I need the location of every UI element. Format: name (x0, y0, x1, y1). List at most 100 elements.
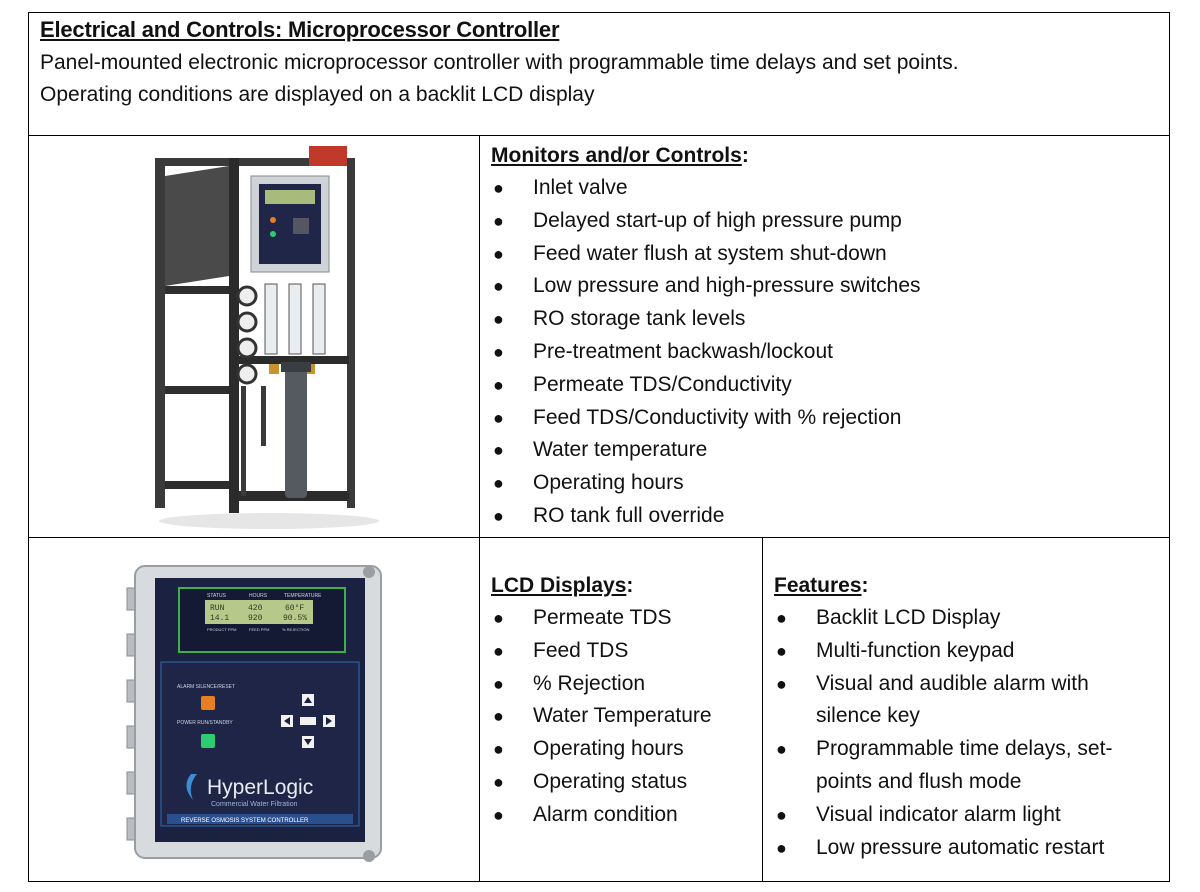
list-item-text: Delayed start-up of high pressure pump (533, 208, 902, 232)
list-item: ● RO storage tank levels (491, 303, 921, 336)
monitors-list: ● Inlet valve ● Delayed start-up of high pr… (491, 172, 921, 533)
spec-sheet: Electrical and Controls: Microprocessor … (28, 12, 1170, 882)
list-item-text: Feed TDS (533, 638, 629, 662)
brand-tagline: Commercial Water Filtration (211, 801, 298, 808)
list-item: ● Alarm condition (491, 799, 712, 832)
bullet-icon: ● (776, 837, 787, 858)
list-item-text: Feed water flush at system shut-down (533, 241, 887, 265)
description-line-1: Panel-mounted electronic microprocessor … (40, 51, 959, 74)
list-item-text: RO storage tank levels (533, 307, 746, 331)
bullet-icon: ● (493, 473, 504, 494)
bullet-icon: ● (776, 804, 787, 825)
lcd-header-hours: HOURS (249, 593, 268, 599)
list-item-text: Operating hours (533, 737, 684, 761)
power-button[interactable] (201, 734, 215, 748)
bullet-icon: ● (493, 440, 504, 461)
list-item: ● Backlit LCD Display (774, 602, 1112, 635)
list-item: ● Water Temperature (491, 700, 712, 733)
list-item: ● Programmable time delays, set-points an… (774, 733, 1112, 799)
list-item: ● Water temperature (491, 434, 921, 467)
list-item: ● Visual indicator alarm light (774, 799, 1112, 832)
bullet-icon: ● (493, 210, 504, 231)
lcd-section: LCD Displays: ● Permeate TDS ● Feed TDS ● % R… (491, 570, 712, 832)
alarm-button[interactable] (201, 696, 215, 710)
list-item-text: RO tank full override (533, 503, 725, 527)
lcd-footer-feed: FEED PPM (249, 627, 269, 632)
bullet-icon: ● (493, 771, 504, 792)
section-title: Electrical and Controls: Microprocessor … (40, 17, 560, 42)
features-list: ● Backlit LCD Display ● Multi-function keyp… (774, 602, 1112, 864)
list-item: ● RO tank full override (491, 500, 921, 533)
features-section: Features: ●Backlit LCD Display●Multi-fun… (774, 570, 1112, 864)
monitors-title-colon: : (741, 144, 749, 167)
lcd-title-colon: : (626, 574, 634, 597)
list-item: ●Operating hours (491, 467, 921, 500)
header-cell: Electrical and Controls: Microprocessor … (28, 12, 1170, 136)
lcd-footer-rejection: % REJECTION (282, 627, 309, 632)
lcd-header-status: STATUS (207, 593, 227, 599)
bullet-icon: ● (493, 505, 504, 526)
list-item-text: % Rejection (533, 671, 646, 695)
controller-image-cell: STATUS HOURS TEMPERATURE RUN 420 60°F 14… (28, 537, 480, 882)
list-item-text: Permeate TDS/Conductivity (533, 372, 792, 396)
controller-image: STATUS HOURS TEMPERATURE RUN 420 60°F 14… (126, 565, 382, 862)
list-item: ● Permeate TDS (491, 602, 712, 635)
bullet-icon: ● (776, 739, 787, 760)
features-cell: Features: ●Backlit LCD Display●Multi-fun… (762, 537, 1170, 882)
section-description: Panel-mounted electronic microprocessor … (40, 47, 1150, 111)
lcd-title: LCD Displays (491, 574, 627, 597)
list-item-text: Permeate TDS (533, 606, 672, 629)
list-item-text: Backlit LCD Display (816, 606, 1001, 629)
bullet-icon: ● (493, 309, 504, 330)
bullet-icon: ● (493, 706, 504, 727)
list-item-text: Low pressure and high-pressure switches (533, 274, 921, 298)
list-item-text: Feed TDS/Conductivity with % rejection (533, 405, 902, 429)
list-item-text: Programmable time delays, set- (816, 737, 1113, 761)
bullet-icon: ● (493, 608, 504, 628)
brand-logo-icon (186, 774, 197, 800)
monitors-title: Monitors and/or Controls (491, 144, 742, 167)
lcd-list: ● Permeate TDS ● Feed TDS ● % Rejection ● Water… (491, 602, 712, 832)
bullet-icon: ● (493, 739, 504, 760)
bullet-icon: ● (776, 640, 787, 661)
lcd-row2-rejection: 90.5% (283, 614, 307, 623)
list-item-text: silence key (816, 704, 920, 728)
list-item: ● Delayed start-up of high pressure pump (491, 205, 921, 238)
lcd-header-temperature: TEMPERATURE (284, 593, 322, 599)
description-line-2: Operating conditions are displayed on a … (40, 83, 595, 106)
list-item-text: Visual indicator alarm light (816, 802, 1061, 826)
list-item-text: Inlet valve (533, 176, 628, 199)
bullet-icon: ● (493, 276, 504, 297)
list-item: ● Operating status (491, 766, 712, 799)
bullet-icon: ● (493, 374, 504, 395)
lcd-displays-cell: LCD Displays: ● Permeate TDS ● Feed TDS ● % R… (479, 537, 763, 882)
list-item: ● Feed TDS/Conductivity with % rejection (491, 402, 921, 435)
bullet-icon: ● (493, 804, 504, 825)
list-item-text: Low pressure automatic restart (816, 835, 1105, 859)
list-item: ● Low pressure and high-pressure switches (491, 270, 921, 303)
bullet-icon: ● (493, 407, 504, 428)
bullet-icon: ● (493, 640, 504, 661)
list-item-text: Multi-function keypad (816, 638, 1015, 662)
lcd-footer-product: PRODUCT PPM (207, 627, 236, 632)
list-item: ● % Rejection (491, 668, 712, 701)
list-item: ● Feed water flush at system shut-down (491, 238, 921, 271)
list-item-text: Alarm condition (533, 802, 678, 826)
list-item-text: Water temperature (533, 438, 708, 462)
bullet-icon: ● (493, 243, 504, 264)
list-item-text: Pre-treatment backwash/lockout (533, 339, 833, 363)
lcd-row2-feed: 920 (248, 614, 263, 623)
bullet-icon: ● (493, 673, 504, 694)
list-item-text: points and flush mode (816, 769, 1022, 793)
list-item: ● Feed TDS (491, 635, 712, 668)
alarm-silence-label: ALARM SILENCE/RESET (177, 684, 235, 690)
bullet-icon: ● (776, 673, 787, 694)
lcd-row1-status: RUN (210, 604, 225, 613)
controller-banner: REVERSE OSMOSIS SYSTEM CONTROLLER (181, 818, 309, 824)
list-item-text: Water Temperature (533, 704, 712, 728)
bullet-icon: ● (776, 608, 787, 628)
list-item: ●Pre-treatment backwash/lockout (491, 336, 921, 369)
list-item-text: Operating status (533, 769, 688, 793)
enter-button[interactable] (300, 717, 316, 725)
